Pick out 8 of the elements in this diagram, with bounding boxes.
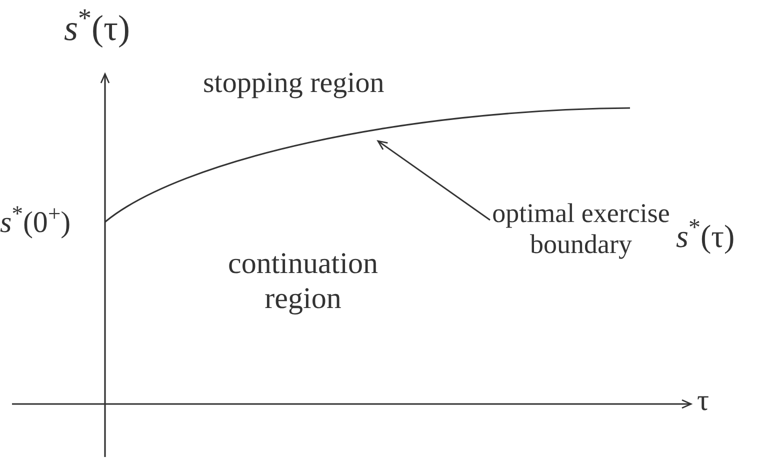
axis-title: τ bbox=[697, 386, 710, 416]
axis-title: s$^{*}$(τ) bbox=[64, 10, 130, 46]
callout-formula: s$^{*}$(τ) bbox=[676, 220, 735, 252]
region-label: stopping region bbox=[203, 69, 384, 98]
callout-text: optimal exercise boundary bbox=[491, 198, 671, 260]
intercept-label: s$^{*}$(0$^{+}$) bbox=[0, 208, 71, 238]
leader-arrow bbox=[377, 140, 490, 221]
region-label: continuation region bbox=[227, 246, 379, 316]
